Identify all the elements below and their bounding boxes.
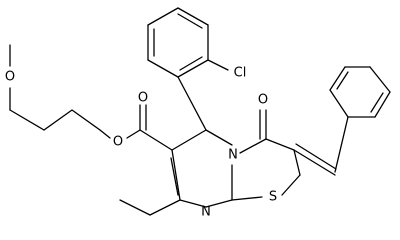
chlorine-label: Cl <box>234 66 247 81</box>
methyl-bond <box>119 199 151 216</box>
sulfur-label: S <box>269 190 277 205</box>
phenyl-ring <box>329 66 391 173</box>
methoxyethyl-chain <box>9 44 101 131</box>
chlorophenyl-ring <box>147 7 229 131</box>
methoxy-oxygen-label: O <box>5 70 15 85</box>
ring-nitrogen-lower-label: N <box>201 205 211 220</box>
ring-nitrogen-upper-label: N <box>228 148 238 163</box>
ketone-oxygen-label: O <box>258 93 268 108</box>
ester-group <box>99 104 173 151</box>
thiazolidinone-ring <box>231 109 337 201</box>
ester-oxygen-double-label: O <box>138 91 148 106</box>
pyrimidine-ring <box>149 129 233 216</box>
ester-oxygen-single-label: O <box>113 135 123 150</box>
chemical-structure: O O O Cl O N N S <box>5 7 391 220</box>
